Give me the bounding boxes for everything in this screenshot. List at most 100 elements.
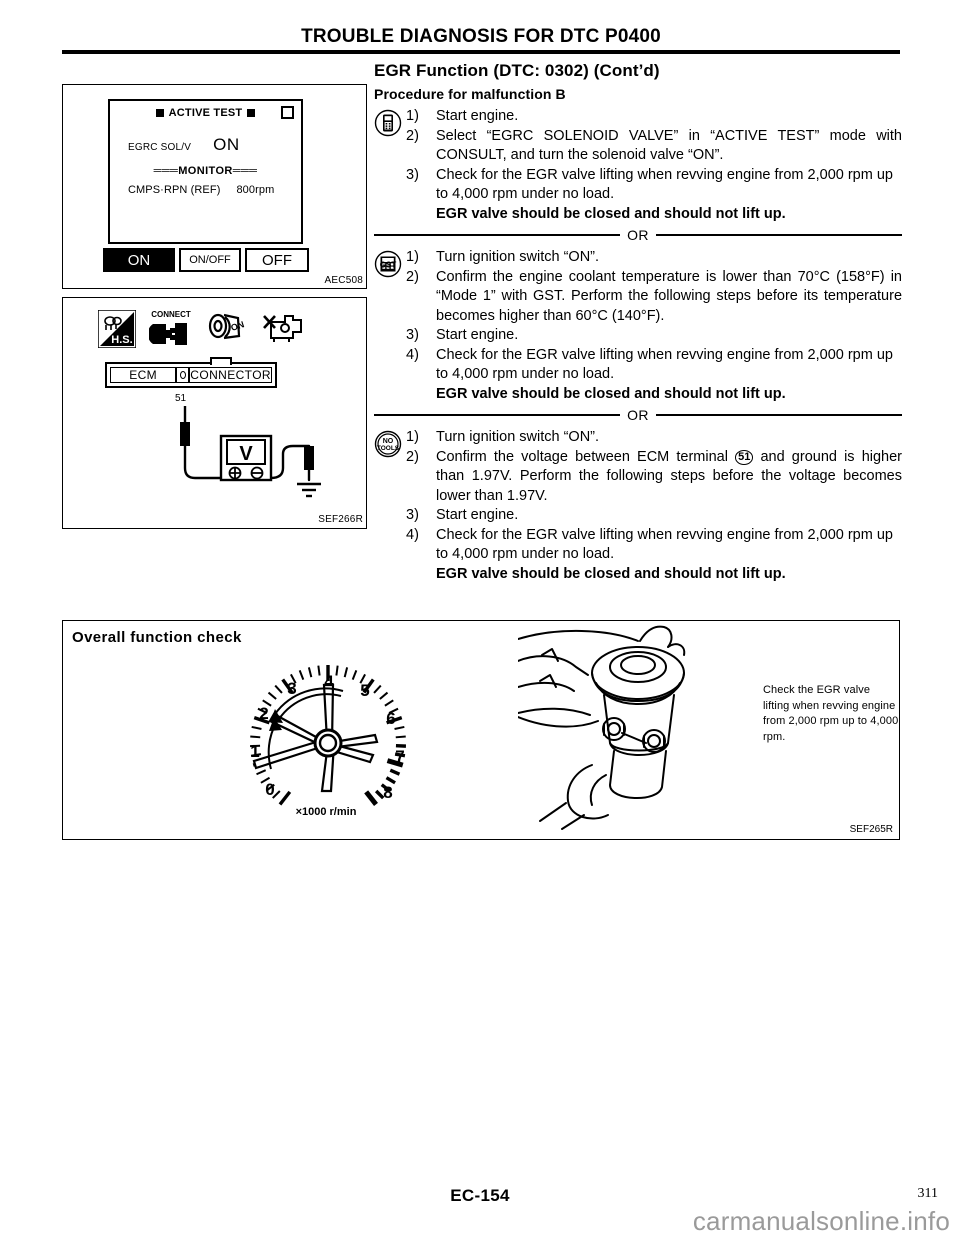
step-number: 1) (406, 108, 419, 124)
ignition-on-icon: ON (206, 308, 248, 353)
tach-unit-label: ×1000 r/min (296, 806, 357, 818)
figure-code: AEC508 (324, 275, 363, 286)
tach-label-5: 5 (360, 681, 369, 700)
monitor-sep-right: ═══ (232, 165, 258, 177)
step-text: Start engine. (436, 327, 519, 343)
svg-text:CONNECT: CONNECT (151, 310, 191, 319)
tach-label-7: 7 (395, 747, 404, 766)
active-test-header: ACTIVE TEST (110, 106, 301, 119)
step-text: Select “EGRC SOLENOID VALVE” in “ACTIVE … (436, 127, 902, 164)
monitor-sep-left: ═══ (153, 165, 179, 177)
monitor-param-label: CMPS·RPN (REF) (128, 184, 221, 196)
step-number: 1) (406, 249, 419, 265)
procedure-step: 1) Turn ignition switch “ON”. (406, 428, 902, 448)
footer-section-code: EC-154 (450, 1186, 510, 1205)
procedure-step: 3) Start engine. (406, 506, 902, 526)
step-bold-note: EGR valve should be closed and should no… (436, 385, 786, 402)
procedure-steps: 1) Turn ignition switch “ON”. 2) Confirm… (406, 248, 902, 404)
consult-onoff-button[interactable]: ON/OFF (179, 248, 241, 272)
monitor-label: MONITOR (178, 165, 233, 177)
step-body: Check for the EGR valve lifting when rev… (436, 346, 893, 383)
egr-valve-illustration (517, 625, 758, 835)
step-number: 2) (406, 268, 419, 285)
step-bold-note: EGR valve should be closed and should no… (436, 205, 786, 222)
ecm-terminal-number: 51 (175, 393, 187, 404)
svg-text:ON: ON (230, 319, 246, 333)
consult-on-button[interactable]: ON (103, 248, 175, 272)
procedure-step: 4) Check for the EGR valve lifting when … (406, 526, 902, 585)
watermark: carmanualsonline.info (692, 1206, 950, 1236)
procedure-heading: Procedure for malfunction B (374, 86, 566, 102)
connector-label: CONNECTOR (190, 368, 271, 382)
consult-icon (374, 107, 406, 224)
tach-label-0: 0 (265, 780, 274, 799)
procedure-step: 3) Start engine. (406, 326, 902, 346)
procedure-step: 4) Check for the EGR valve lifting when … (406, 346, 902, 405)
egr-check-caption: Check the EGR valve lifting when revving… (763, 684, 899, 743)
page-title: TROUBLE DIAGNOSIS FOR DTC P0400 (301, 26, 661, 47)
step-number: 2) (406, 127, 419, 144)
figure-code: SEF266R (318, 514, 363, 525)
step-number: 3) (406, 327, 419, 343)
or-label: OR (627, 227, 649, 243)
step-number: 2) (406, 448, 419, 465)
tachometer-illustration: 0 1 2 3 4 5 6 7 8 (223, 643, 423, 833)
procedure-steps: 1) Start engine. 2) Select “EGRC SOLENOI… (406, 107, 902, 224)
procedure-step: 2) Select “EGRC SOLENOID VALVE” in “ACTI… (406, 127, 902, 166)
connect-icon: CONNECT (147, 308, 193, 353)
step-text: Check for the EGR valve lifting when rev… (436, 166, 902, 225)
step-body: Confirm the voltage between ECM terminal (436, 448, 728, 465)
consult-off-button[interactable]: OFF (245, 248, 309, 272)
consult-display: ACTIVE TEST EGRC SOL/V ON ═══MONITOR═══ … (108, 99, 303, 244)
tach-label-1: 1 (250, 742, 259, 761)
procedure-step: 1) Start engine. (406, 107, 902, 127)
connector-tab (210, 357, 232, 365)
procedure-block-consult: 1) Start engine. 2) Select “EGRC SOLENOI… (374, 107, 902, 224)
checkbox-icon (281, 106, 294, 119)
divider-line-left (374, 414, 621, 416)
terminal-badge: 51 (735, 449, 754, 465)
step-number: 3) (406, 166, 419, 183)
solenoid-row: EGRC SOL/V ON (110, 135, 301, 155)
divider-line-right (655, 234, 902, 236)
ecm-label: ECM (129, 368, 158, 382)
figure-icon-row: H.S. CONNECT (97, 308, 307, 353)
tach-label-6: 6 (386, 709, 395, 728)
black-square-icon (155, 109, 164, 117)
ecm-pin-box (175, 368, 191, 382)
probe-tip (180, 422, 190, 446)
tach-label-3: 3 (287, 679, 296, 698)
step-subline: Perform the following steps before its t… (436, 288, 903, 324)
monitor-param-value: 800rpm (236, 184, 275, 196)
procedure-step: 2) Confirm the engine coolant temperatur… (406, 268, 902, 327)
step-number: 4) (406, 346, 419, 363)
active-test-label: ACTIVE TEST (168, 107, 243, 119)
section-title: EGR Function (DTC: 0302) (Cont’d) (374, 61, 660, 80)
step-text: Confirm the engine coolant temperature i… (436, 268, 902, 327)
divider-line-left (374, 234, 621, 236)
figure-column: ACTIVE TEST EGRC SOL/V ON ═══MONITOR═══ … (62, 84, 367, 529)
step-body: Check for the EGR valve lifting when rev… (436, 166, 893, 203)
tach-label-4: 4 (324, 672, 334, 691)
step-number: 4) (406, 526, 419, 543)
step-body: Confirm the engine coolant temperature i… (436, 268, 902, 305)
divider-line-right (655, 414, 902, 416)
step-text: Turn ignition switch “ON”. (436, 249, 600, 265)
hs-icon: H.S. (97, 309, 137, 353)
solenoid-label: EGRC SOL/V (128, 142, 192, 153)
consult-button-bar: ON ON/OFF OFF (103, 248, 309, 272)
footer-page-number: 311 (917, 1186, 938, 1201)
step-text: Start engine. (436, 108, 519, 124)
step-body: Check for the EGR valve lifting when rev… (436, 526, 893, 563)
header-rule (62, 50, 900, 54)
step-text: Check for the EGR valve lifting when rev… (436, 526, 902, 585)
tach-label-8: 8 (383, 783, 392, 802)
svg-text:TOOLS: TOOLS (377, 445, 400, 452)
procedure-step: 3) Check for the EGR valve lifting when … (406, 166, 902, 225)
step-body-after: and ground is higher than 1.97V. (436, 448, 903, 485)
page-header: TROUBLE DIAGNOSIS FOR DTC P0400 (62, 26, 900, 54)
procedure-block-gst: GST 1) Turn ignition switch “ON”. 2) Con… (374, 248, 902, 404)
procedure-block-no-tools: NO TOOLS 1) Turn ignition switch “ON”. 2… (374, 428, 902, 584)
step-text: Start engine. (436, 507, 519, 523)
overall-function-check-heading: Overall function check (72, 629, 242, 646)
